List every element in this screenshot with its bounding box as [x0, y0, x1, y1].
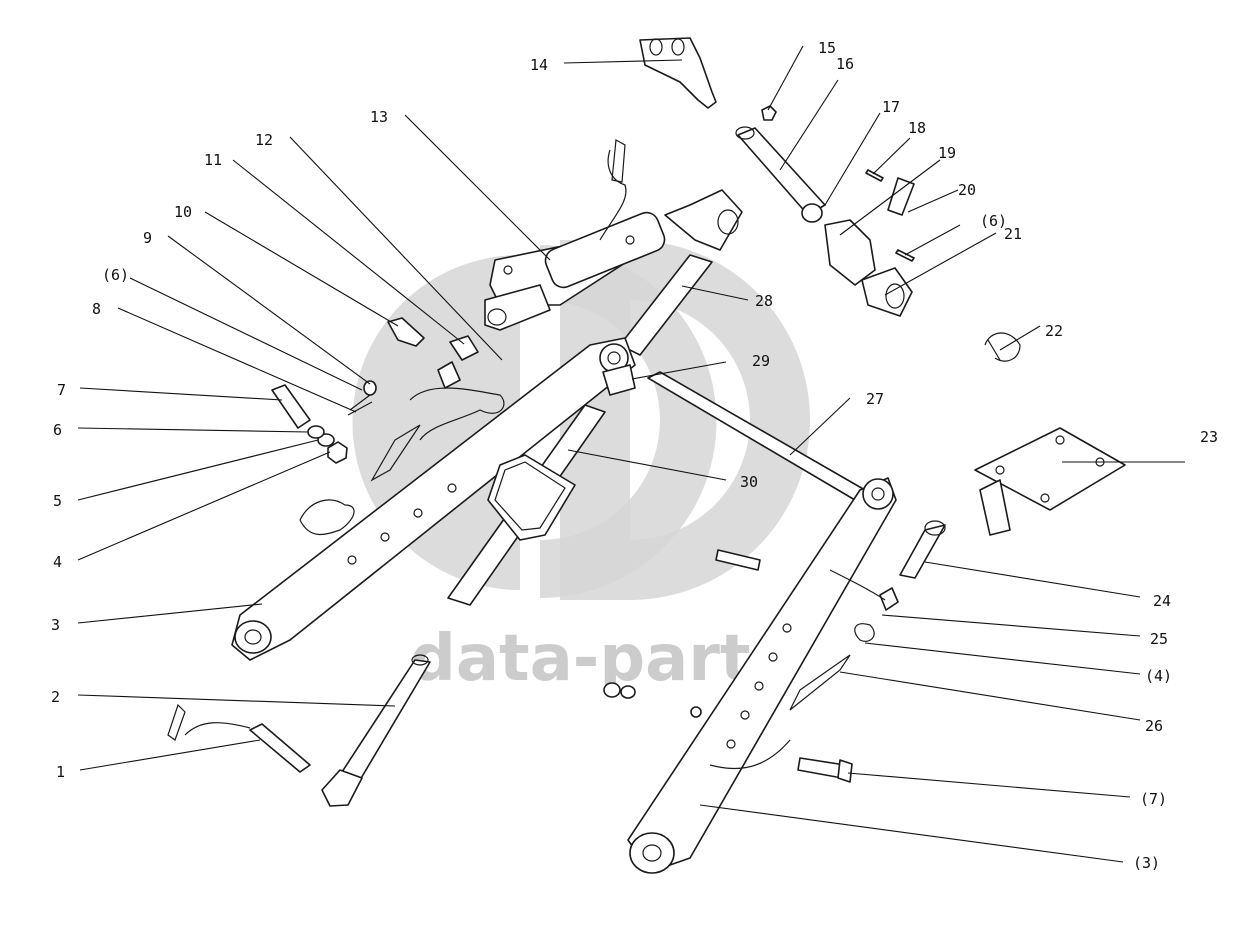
part-17-ball — [801, 203, 823, 223]
callout-4: 4 — [53, 553, 62, 571]
callout-labels: 1 2 3 4 5 6 7 8 (6) 9 10 11 12 13 14 15 … — [51, 39, 1218, 872]
part-19-clevis — [824, 219, 876, 286]
callout-6: 6 — [53, 421, 62, 439]
callout-7b: (7) — [1140, 790, 1167, 808]
callout-11: 11 — [204, 151, 222, 169]
part-30-lift-rod — [447, 404, 606, 606]
part-7-bolt-right — [797, 757, 853, 783]
callout-22: 22 — [1045, 322, 1063, 340]
callout-21: 21 — [1004, 225, 1022, 243]
part-13-top-link — [484, 211, 666, 331]
callout-26: 26 — [1145, 717, 1163, 735]
part-7-bolt — [271, 384, 311, 429]
part-9-washer — [363, 380, 377, 396]
callout-24: 24 — [1153, 592, 1171, 610]
part-6-washer — [307, 425, 325, 439]
callout-27: 27 — [866, 390, 884, 408]
callout-1: 1 — [56, 763, 65, 781]
watermark: data-parts — [352, 240, 810, 696]
callout-3: 3 — [51, 616, 60, 634]
callout-23: 23 — [1200, 428, 1218, 446]
callout-17: 17 — [882, 98, 900, 116]
callout-4b: (4) — [1145, 667, 1172, 685]
part-3-right-lower-arm — [627, 477, 897, 874]
part-loose-pin-center — [603, 549, 761, 718]
part-14-bracket — [639, 37, 717, 109]
part-1-pin-chain — [167, 703, 311, 773]
part-11-12-pins — [437, 335, 479, 389]
part-chain-upper — [599, 139, 627, 241]
part-chain-left — [299, 387, 505, 535]
callout-20: 20 — [958, 181, 976, 199]
callout-18: 18 — [908, 119, 926, 137]
callout-28: 28 — [755, 292, 773, 310]
part-22-linchpin — [984, 332, 1021, 362]
part-21-sleeve — [861, 267, 913, 317]
callout-5: 5 — [53, 492, 62, 510]
callout-19: 19 — [938, 144, 956, 162]
callout-25: 25 — [1150, 630, 1168, 648]
callout-6b: (6) — [102, 266, 129, 284]
callout-6c: (6) — [980, 212, 1007, 230]
callout-15: 15 — [818, 39, 836, 57]
callout-29: 29 — [752, 352, 770, 370]
callout-13: 13 — [370, 108, 388, 126]
part-20-pin — [887, 177, 915, 216]
callout-8: 8 — [92, 300, 101, 318]
part-8-clip — [347, 394, 373, 416]
part-23-plate — [974, 427, 1126, 536]
part-16-tube — [735, 126, 826, 216]
callout-30: 30 — [740, 473, 758, 491]
callout-2: 2 — [51, 688, 60, 706]
leader-lines — [77, 45, 1185, 863]
callout-14: 14 — [530, 56, 548, 74]
part-2-lift-link — [321, 654, 431, 807]
callout-7: 7 — [57, 381, 66, 399]
callout-16: 16 — [836, 55, 854, 73]
part-15-nut — [761, 105, 777, 121]
part-18-pin — [865, 169, 884, 182]
callout-12: 12 — [255, 131, 273, 149]
part-24-pin — [899, 520, 946, 579]
part-4-nut — [327, 441, 348, 464]
part-28-link-tube — [619, 189, 743, 356]
callout-10: 10 — [174, 203, 192, 221]
part-3-left-lower-arm — [231, 337, 636, 661]
part-25-26-right-chain — [709, 569, 899, 770]
watermark-text: data-parts — [410, 622, 789, 696]
callout-9: 9 — [143, 229, 152, 247]
part-29-block — [602, 364, 636, 396]
callout-3b: (3) — [1133, 854, 1160, 872]
part-6-clip-right — [895, 249, 915, 262]
